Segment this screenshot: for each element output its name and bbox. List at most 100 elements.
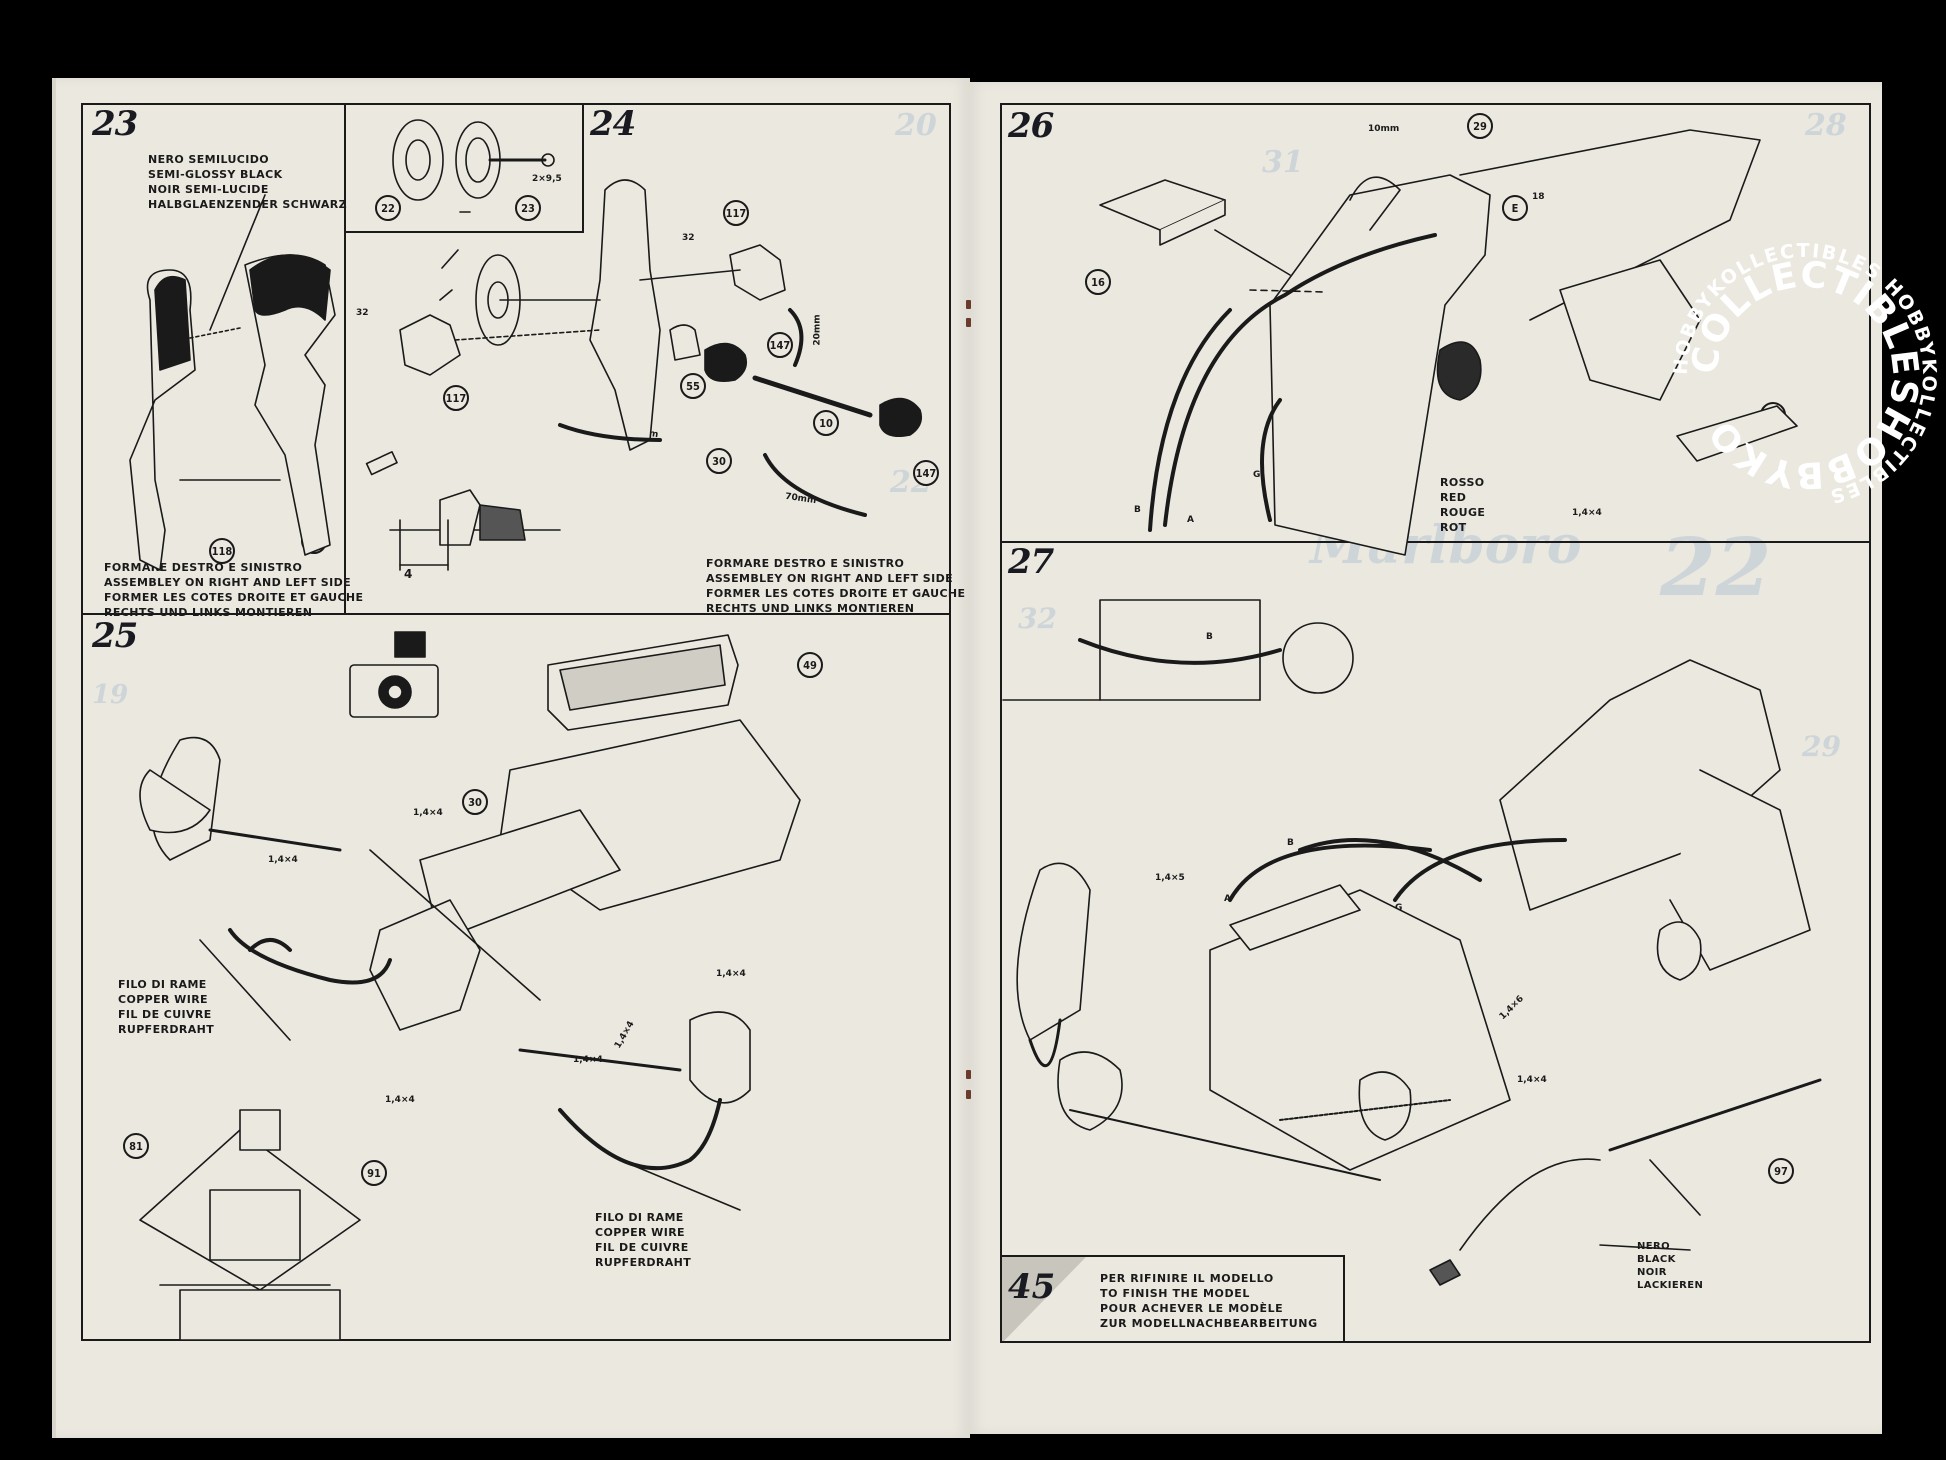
- wire-label-G: G: [1253, 470, 1261, 480]
- cockpit-inset-27: [1002, 599, 1354, 701]
- part-callout-147: 147: [913, 460, 939, 486]
- assembly-note-line: FORMER LES COTES DROITE ET GAUCHE: [104, 591, 364, 604]
- axle-detail-24: [365, 451, 561, 571]
- ghost-number: 32: [1018, 602, 1057, 635]
- part-callout-97: 97: [1768, 1158, 1794, 1184]
- engine-front-view-25: [139, 1109, 361, 1341]
- step-number-23: 23: [92, 104, 138, 144]
- color-note-line: NOIR: [1637, 1267, 1667, 1278]
- part-callout-49: 49: [797, 652, 823, 678]
- color-note-line: RED: [1440, 491, 1467, 504]
- paint-note-line: HALBGLAENZENDER SCHWARZ: [148, 198, 348, 211]
- part-callout-55: 55: [680, 373, 706, 399]
- step-number-25: 25: [92, 616, 138, 656]
- screw-size-label: 1,4×4: [716, 969, 746, 979]
- wire-note-line: FILO DI RAME: [118, 978, 207, 991]
- color-note-line: LACKIEREN: [1637, 1280, 1704, 1291]
- wire-label-A: A: [1224, 894, 1231, 904]
- finish-note-line: ZUR MODELLNACHBEARBEITUNG: [1100, 1317, 1318, 1330]
- part-callout-29: 29: [1467, 113, 1493, 139]
- wire-note-line: COPPER WIRE: [595, 1226, 685, 1239]
- wire-label-B: B: [1287, 838, 1294, 848]
- staple-top: [966, 300, 971, 309]
- decal-number: 18: [1532, 192, 1545, 202]
- upright-drawing-23: [129, 194, 336, 571]
- wire-note-25b: FILO DI RAME COPPER WIRE FIL DE CUIVRE R…: [595, 1210, 691, 1270]
- watermark-stamp: HOBBYKOLLECTIBLES HOBBYKOLLECTIBLES COLL…: [1670, 240, 1939, 508]
- wire-note-line: FIL DE CUIVRE: [595, 1241, 689, 1254]
- finish-note-line: TO FINISH THE MODEL: [1100, 1287, 1250, 1300]
- chassis-tub-26: [1099, 129, 1798, 556]
- engine-assembly-25: [139, 634, 801, 1211]
- screw-size-label: 1,4×4: [268, 855, 298, 865]
- step-number-26: 26: [1008, 106, 1054, 146]
- assembly-note-line: ASSEMBLEY ON RIGHT AND LEFT SIDE: [706, 572, 954, 585]
- inset-box-24: [344, 103, 584, 233]
- ghost-number: 19: [92, 680, 129, 710]
- part-callout-81: 81: [123, 1133, 149, 1159]
- color-note-line: ROSSO: [1440, 476, 1485, 489]
- part-callout-30: 30: [706, 448, 732, 474]
- measurement-label: 10mm: [1368, 124, 1400, 134]
- part-callout-117: 117: [723, 200, 749, 226]
- camera-icon: [349, 631, 439, 718]
- color-note-line: ROT: [1440, 521, 1467, 534]
- step-number-45: 45: [1008, 1267, 1056, 1307]
- finish-note-line: POUR ACHEVER LE MODÈLE: [1100, 1302, 1284, 1315]
- part-callout-22: 22: [375, 195, 401, 221]
- watermark-inner-text: COLLECTIBLESHOBBYKO: [1684, 254, 1925, 495]
- assembly-note-line: FORMER LES COTES DROITE ET GAUCHE: [706, 587, 966, 600]
- wire-note-line: COPPER WIRE: [118, 993, 208, 1006]
- assembly-note-line: RECHTS UND LINKS MONTIEREN: [104, 606, 313, 619]
- paint-note-23: NERO SEMILUCIDO SEMI-GLOSSY BLACK NOIR S…: [148, 152, 347, 212]
- paint-note-line: NERO SEMILUCIDO: [148, 153, 270, 166]
- ghost-number: 20: [895, 108, 937, 143]
- staple-bottom: [966, 1070, 971, 1079]
- screw-size-label: 1,4×4: [413, 808, 443, 818]
- decal-label: 32: [682, 233, 695, 243]
- staple-bottom-2: [966, 1090, 971, 1099]
- panel-divider-23-24: [344, 103, 346, 615]
- wire-note-line: FILO DI RAME: [595, 1211, 684, 1224]
- wire-label-A: A: [1187, 515, 1194, 525]
- brake-disc-inset-24: [392, 119, 555, 301]
- ghost-number: 28: [1805, 108, 1847, 143]
- color-note-line: NERO: [1637, 1241, 1671, 1252]
- page-edge: [52, 78, 56, 1438]
- color-note-line: BLACK: [1637, 1254, 1676, 1265]
- step-45-shade: [1002, 1257, 1086, 1341]
- wire-note-line: RUPFERDRAHT: [118, 1023, 215, 1036]
- step-number-24: 24: [590, 104, 636, 144]
- ghost-number: 29: [1802, 730, 1841, 763]
- part-callout-23: 23: [515, 195, 541, 221]
- part-callout-117: 117: [443, 385, 469, 411]
- wire-label-G: G: [1395, 903, 1403, 913]
- ghost-number: 22: [1660, 520, 1772, 614]
- wire-note-25a: FILO DI RAME COPPER WIRE FIL DE CUIVRE R…: [118, 977, 214, 1037]
- wire-label-B: B: [1206, 632, 1213, 642]
- step-45-finish-box: 45 PER RIFINIRE IL MODELLO TO FINISH THE…: [1000, 1255, 1345, 1343]
- panel-divider-24-25: [81, 613, 951, 615]
- wire-label-B: B: [1134, 505, 1141, 515]
- color-note-line: ROUGE: [1440, 506, 1486, 519]
- upright-assembly-24: [399, 179, 923, 517]
- wire-note-line: FIL DE CUIVRE: [118, 1008, 212, 1021]
- part-callout-10: 10: [813, 410, 839, 436]
- part-callout-16: 16: [1085, 269, 1111, 295]
- color-note-27: NERO BLACK NOIR LACKIEREN: [1637, 1240, 1703, 1292]
- part-callout-91: 91: [361, 1160, 387, 1186]
- finish-note-line: PER RIFINIRE IL MODELLO: [1100, 1272, 1274, 1285]
- assembly-note-24: FORMARE DESTRO E SINISTRO ASSEMBLEY ON R…: [706, 556, 965, 616]
- decal-callout-E: E: [1502, 195, 1528, 221]
- screw-size-label: 2×9,5: [532, 174, 562, 184]
- screw-size-label: 1,4×5: [1155, 873, 1185, 883]
- finish-note: PER RIFINIRE IL MODELLO TO FINISH THE MO…: [1100, 1271, 1318, 1331]
- decal-label: 32: [356, 308, 369, 318]
- screw-size-label: 1,4×4: [1517, 1075, 1547, 1085]
- measurement-label: 4: [404, 567, 413, 581]
- assembly-note-line: RECHTS UND LINKS MONTIEREN: [706, 602, 915, 615]
- part-callout-147: 147: [767, 332, 793, 358]
- step-number-27: 27: [1008, 542, 1054, 582]
- right-page-frame: [1000, 103, 1871, 1343]
